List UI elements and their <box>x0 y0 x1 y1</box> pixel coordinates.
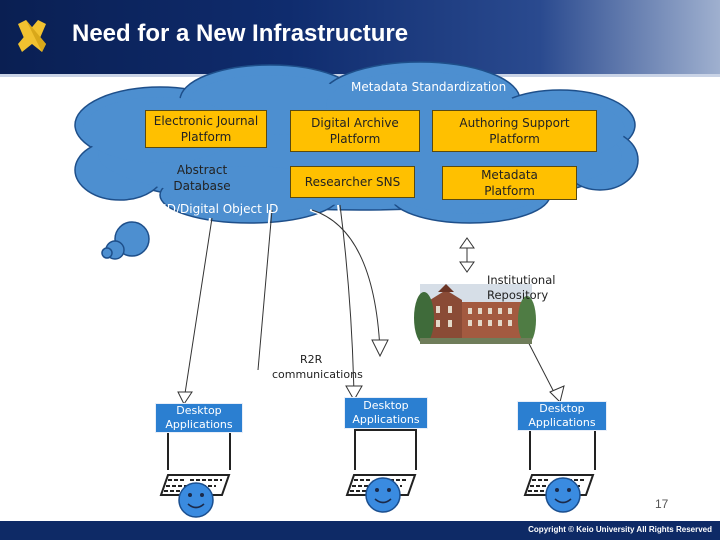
r2r-label: R2R <box>300 353 323 366</box>
slide-header <box>0 0 720 76</box>
keio-pen-logo-icon <box>18 20 46 52</box>
desktop-monitor-icon-2 <box>345 429 417 496</box>
desktop-applications-box-3: Desktop Applications <box>517 401 607 431</box>
user-avatar-icon-1 <box>178 482 214 518</box>
copyright-notice: Copyright © Keio University All Rights R… <box>528 525 712 534</box>
authoring-support-platform-box: Authoring Support Platform <box>432 110 597 152</box>
user-avatar-icon-2 <box>365 477 401 513</box>
page-number: 17 <box>655 497 669 511</box>
desktop-applications-box-1: Desktop Applications <box>155 403 243 433</box>
institutional-repository-building-image <box>414 284 536 344</box>
digital-archive-platform-box: Digital Archive Platform <box>290 110 420 152</box>
abstract-database-label: Abstract Database <box>173 163 231 193</box>
researcher-id-label: Researcher ID/Digital Object ID <box>92 202 279 216</box>
desktop-applications-box-2: Desktop Applications <box>344 397 428 429</box>
slide-title: Need for a New Infrastructure <box>72 20 409 47</box>
researcher-sns-box: Researcher SNS <box>290 166 415 198</box>
metadata-platform-box: Metadata Platform <box>442 166 577 200</box>
metadata-standardization-label: Metadata Standardization <box>351 80 507 94</box>
r2r-communications-label: communications <box>272 368 363 381</box>
institutional-repository-label: Institutional Repository <box>487 273 556 302</box>
slide-footer <box>0 521 720 540</box>
user-avatar-icon-3 <box>545 477 581 513</box>
electronic-journal-platform-box: Electronic Journal Platform <box>145 110 267 148</box>
